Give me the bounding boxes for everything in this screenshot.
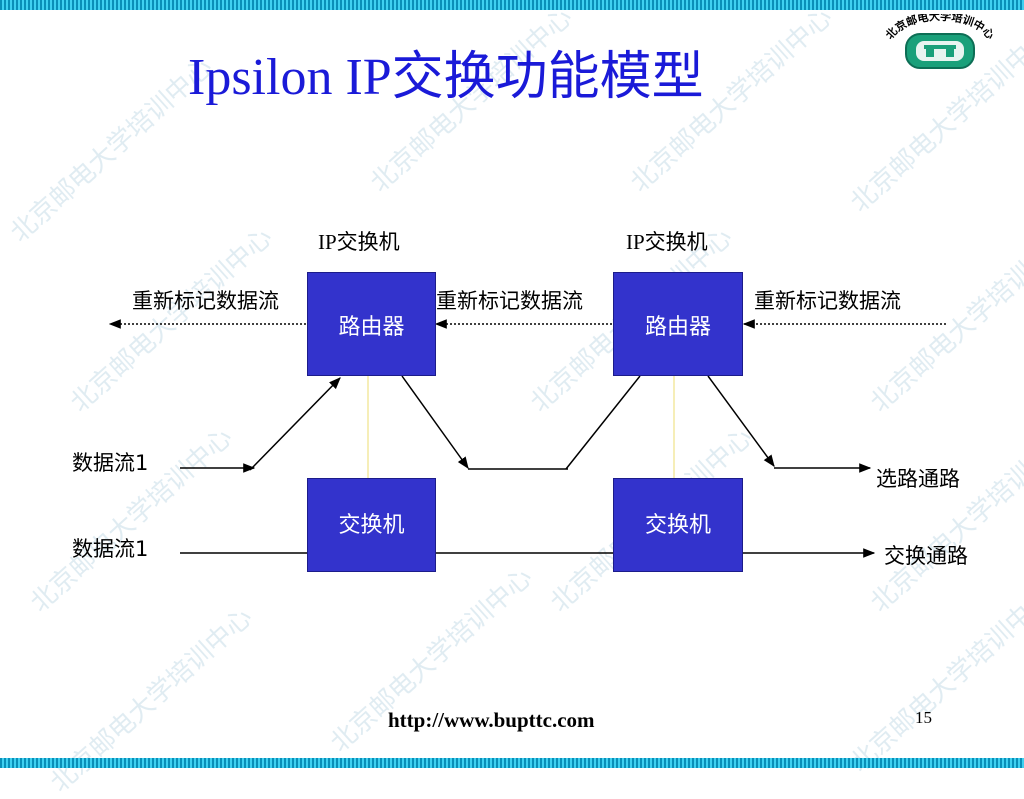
switch-label: 交换机	[644, 513, 711, 538]
relabel-flow-label: 重新标记数据流	[132, 289, 279, 313]
switch-box: 交换机	[307, 478, 436, 572]
switched-path-label: 交换通路	[884, 544, 968, 568]
switch-label: 交换机	[338, 513, 405, 538]
top-decorative-bar	[0, 0, 1024, 10]
diagram-connectors	[108, 319, 946, 558]
routed-path-segment	[249, 377, 341, 471]
relabel-flow-label: 重新标记数据流	[754, 289, 901, 313]
router-label: 路由器	[338, 315, 405, 340]
data-flow-label: 数据流1	[72, 451, 149, 475]
page-number: 15	[915, 708, 932, 727]
router-box: 路由器	[307, 272, 436, 376]
switch-box: 交换机	[613, 478, 743, 572]
ip-switch-label: IP交换机	[626, 230, 708, 254]
routed-path-label: 选路通路	[876, 467, 960, 491]
router-box: 路由器	[613, 272, 743, 376]
routed-path-segment	[565, 375, 641, 470]
data-flow-label: 数据流1	[72, 537, 149, 561]
ip-switch-label: IP交换机	[318, 230, 400, 254]
routed-path-segment	[401, 375, 469, 469]
bottom-decorative-bar	[0, 758, 1024, 768]
footer-url: http://www.bupttc.com	[388, 708, 595, 732]
university-logo: 北京邮电大学培训中心	[882, 14, 997, 69]
routed-path-segment	[707, 375, 775, 467]
slide-title: Ipsilon IP交换功能模型	[188, 49, 704, 106]
router-label: 路由器	[644, 315, 711, 340]
relabel-flow-label: 重新标记数据流	[436, 289, 583, 313]
